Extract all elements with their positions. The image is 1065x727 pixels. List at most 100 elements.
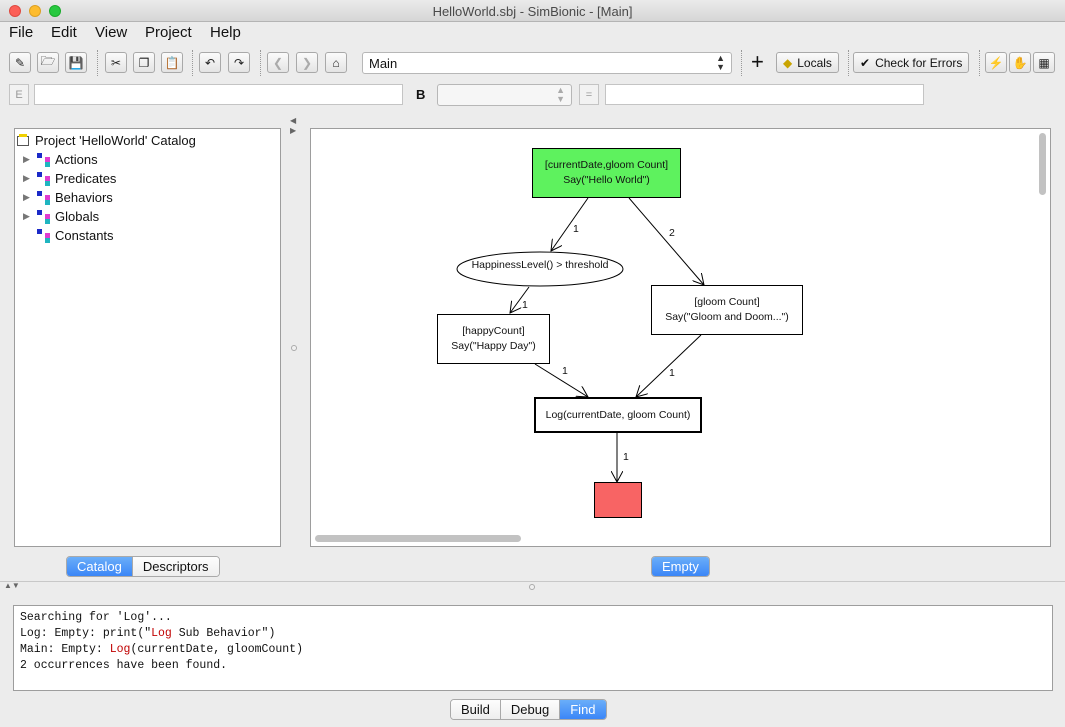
horizontal-scrollbar[interactable] [315,535,521,542]
home-icon[interactable]: ⌂ [325,52,347,73]
back-icon[interactable]: ❮ [267,52,289,73]
new-file-icon[interactable]: ✎ [9,52,31,73]
expand-icon[interactable]: ▶ [23,211,30,221]
close-window-button[interactable] [9,5,21,17]
vertical-splitter-handle[interactable] [291,345,297,351]
final-node[interactable] [594,482,642,518]
tab-find[interactable]: Find [560,700,606,719]
expand-icon[interactable]: ▶ [23,173,30,183]
happy-action-node[interactable]: [happyCount] Say("Happy Day") [437,314,550,364]
toolbar-separator [979,50,980,76]
copy-icon[interactable]: ❐ [133,52,155,73]
edge-label: 1 [522,299,528,311]
locals-button[interactable]: ◆ Locals [776,52,839,73]
log-action-node[interactable]: Log(currentDate, gloom Count) [534,397,702,433]
tab-build[interactable]: Build [451,700,501,719]
b-label: B [416,87,426,102]
vertical-scrollbar[interactable] [1039,133,1046,195]
output-console[interactable]: Searching for 'Log'... Log: Empty: print… [13,605,1053,691]
behavior-canvas[interactable]: [currentDate,gloom Count] Say("Hello Wor… [310,128,1051,547]
open-folder-icon[interactable]: 🗁 [37,52,59,73]
canvas-tabs: Empty [651,556,710,577]
tab-descriptors[interactable]: Descriptors [132,557,219,576]
catalog-item-behaviors[interactable]: ▶ Behaviors [15,188,113,207]
catalog-item-label: Actions [55,152,98,167]
splitter-handle[interactable] [529,584,535,590]
gloom-action-node[interactable]: [gloom Count] Say("Gloom and Doom...") [651,285,803,335]
catalog-tabs: Catalog Descriptors [66,556,220,577]
edge-condition-to-happy [510,286,530,313]
splitter-arrows-icon[interactable]: ▲▼ [4,581,20,590]
edge-label: 1 [669,367,675,379]
locals-icon: ◆ [783,55,793,70]
edge-label: 1 [573,223,579,235]
toolbar-separator [260,50,261,76]
cut-icon[interactable]: ✂ [105,52,127,73]
title-bar: HelloWorld.sbj - SimBionic - [Main] [0,0,1065,22]
toolbar-separator [848,50,849,76]
lightning-icon[interactable]: ⚡ [985,52,1007,73]
redo-icon[interactable]: ↷ [228,52,250,73]
catalog-item-predicates[interactable]: ▶ Predicates [15,169,116,188]
add-icon[interactable]: + [751,49,764,74]
folder-node-icon [37,228,51,243]
condition-ellipse[interactable] [456,251,624,287]
forward-icon[interactable]: ❯ [296,52,318,73]
catalog-item-actions[interactable]: ▶ Actions [15,150,98,169]
expression-bar: E B ▲▼ = [0,82,1065,108]
edge-gloom-to-log [636,334,702,397]
menu-view[interactable]: View [95,24,128,41]
happy-node-line1: [happyCount] [462,325,525,337]
menu-help[interactable]: Help [210,24,241,41]
project-icon [17,133,31,148]
equals-button[interactable]: = [579,84,599,105]
tab-empty[interactable]: Empty [652,557,709,576]
locals-label: Locals [797,55,832,70]
behavior-select[interactable]: Main ▲▼ [362,52,732,74]
paste-icon[interactable]: 📋 [161,52,183,73]
main-toolbar: ✎ 🗁 💾 ✂ ❐ 📋 ↶ ↷ ❮ ❯ ⌂ Main ▲▼ + ◆ Locals… [0,48,1065,78]
menu-bar: File Edit View Project Help [0,22,1065,44]
minimize-window-button[interactable] [29,5,41,17]
hand-icon[interactable]: ✋ [1009,52,1031,73]
start-node-line1: [currentDate,gloom Count] [544,159,669,171]
menu-project[interactable]: Project [145,24,192,41]
tab-debug[interactable]: Debug [500,700,561,719]
graph-edges [456,197,1051,547]
catalog-item-constants[interactable]: Constants [15,226,114,245]
divider [0,581,1065,582]
binding-select[interactable]: ▲▼ [437,84,572,106]
happy-node-line2: Say("Happy Day") [451,340,536,352]
undo-icon[interactable]: ↶ [199,52,221,73]
maximize-window-button[interactable] [49,5,61,17]
expand-icon[interactable]: ▶ [23,154,30,164]
select-arrows-icon: ▲▼ [556,85,565,104]
folder-node-icon [37,209,51,224]
horizontal-splitter[interactable]: ▲▼ [0,581,1065,590]
catalog-item-globals[interactable]: ▶ Globals [15,207,99,226]
check-errors-label: Check for Errors [875,55,963,70]
behavior-select-value: Main [369,56,398,71]
catalog-root[interactable]: Project 'HelloWorld' Catalog [15,131,196,150]
edge-start-to-gloom [628,197,704,285]
e-button[interactable]: E [9,84,29,105]
output-tabs: Build Debug Find [450,699,607,720]
edge-label: 2 [669,227,675,239]
output-line: Log: Empty: print("Log Sub Behavior") [20,627,276,640]
catalog-item-label: Behaviors [55,190,113,205]
edge-label: 1 [623,451,629,463]
toolbar-separator [741,50,742,76]
expand-icon[interactable]: ▶ [23,192,30,202]
catalog-panel: Project 'HelloWorld' Catalog ▶ Actions ▶… [14,128,281,547]
output-line: 2 occurrences have been found. [20,659,228,672]
layout-icon[interactable]: ▦ [1033,52,1055,73]
expression-input[interactable] [34,84,403,105]
tab-catalog[interactable]: Catalog [67,557,133,576]
collapse-arrows-icon[interactable]: ◀▶ [290,116,297,135]
menu-edit[interactable]: Edit [51,24,77,41]
menu-file[interactable]: File [9,24,34,41]
check-errors-button[interactable]: ✔ Check for Errors [853,52,970,73]
start-action-node[interactable]: [currentDate,gloom Count] Say("Hello Wor… [532,148,681,198]
save-icon[interactable]: 💾 [65,52,87,73]
binding-value-input[interactable] [605,84,924,105]
